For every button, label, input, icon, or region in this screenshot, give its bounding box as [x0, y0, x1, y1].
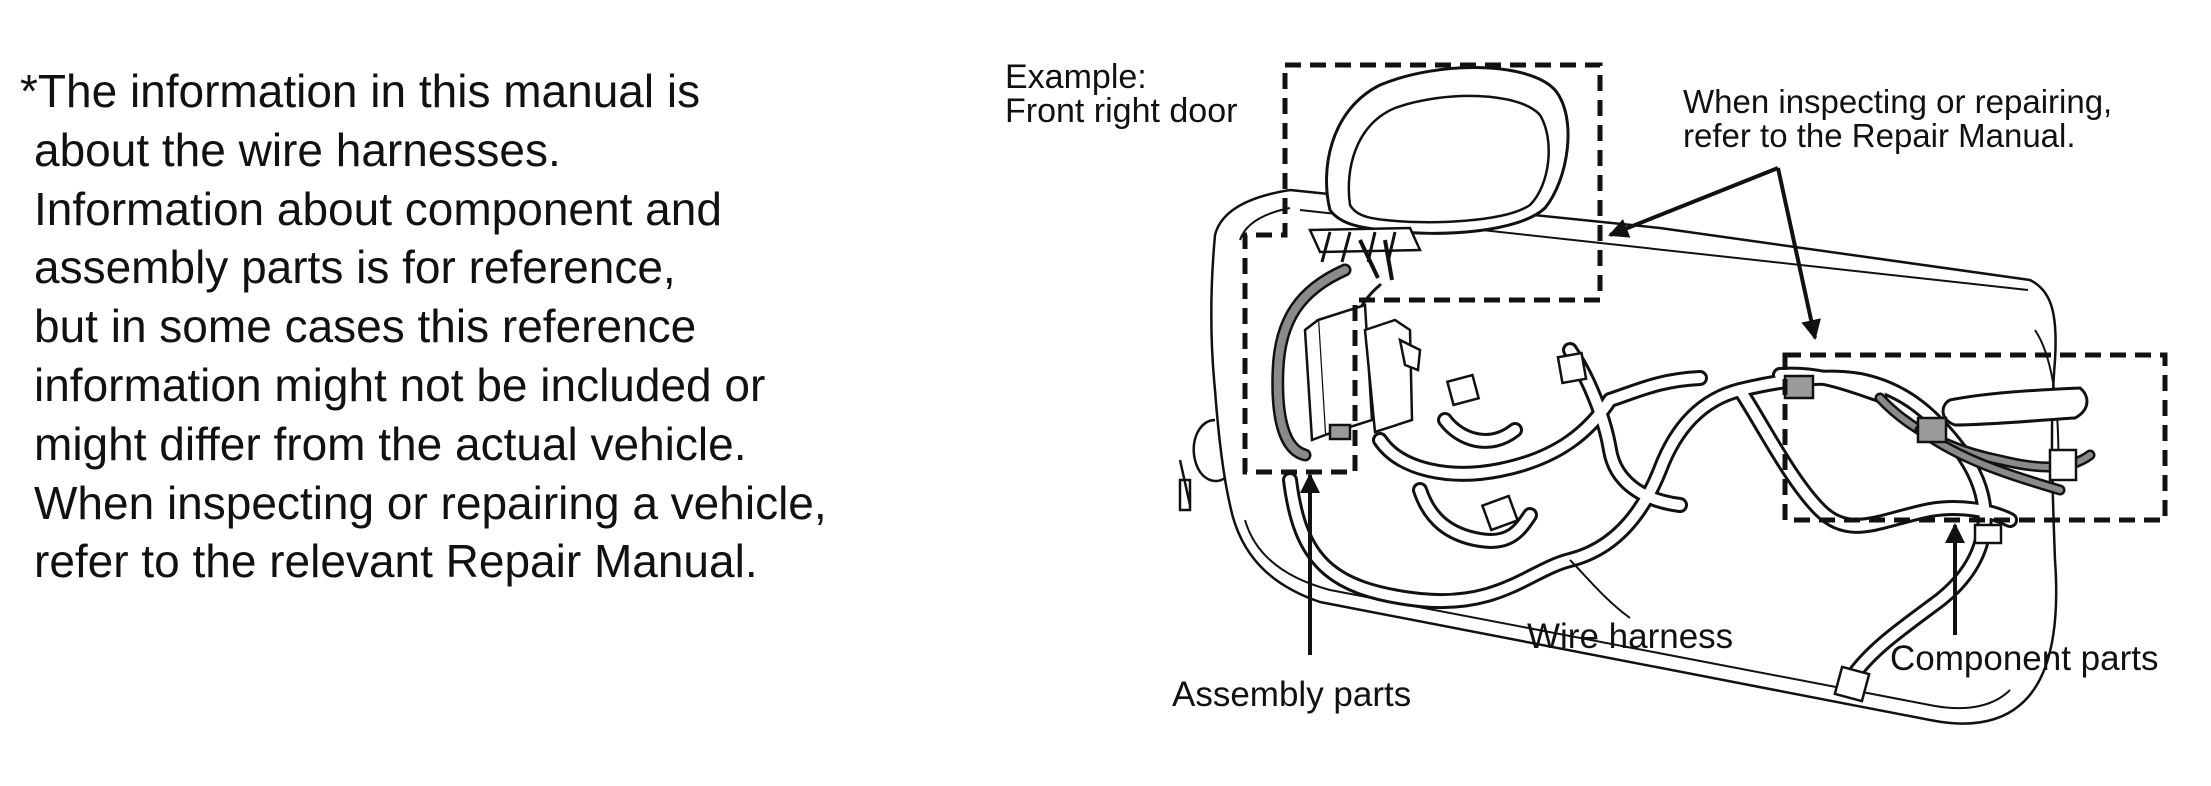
note-line: *The information in this manual is — [20, 65, 701, 117]
callout-line-2: refer to the Repair Manual. — [1683, 117, 2076, 154]
example-value: Front right door — [1005, 92, 1237, 130]
note-line: assembly parts is for reference, — [34, 241, 676, 294]
assembly-modules — [1303, 303, 1422, 442]
mirror — [1308, 66, 1570, 281]
note-line: about the wire harnesses. — [34, 123, 561, 176]
callout-line-1: When inspecting or repairing, — [1683, 83, 2112, 120]
reference-note: *The information in this manual is about… — [20, 62, 980, 591]
note-line: refer to the relevant Repair Manual. — [34, 535, 758, 588]
note-line: When inspecting or repairing a vehicle, — [34, 476, 827, 529]
component-handle — [1874, 386, 2096, 496]
wire-harness — [1282, 342, 2018, 688]
dashed-regions — [1242, 62, 2168, 523]
note-line: but in some cases this reference — [34, 300, 697, 353]
mirror-dashed-box — [1242, 62, 1603, 475]
note-line: Information about component and — [34, 182, 722, 235]
arrows — [1300, 166, 1965, 655]
component-dashed-box — [1782, 352, 2168, 523]
wire-harness-label: Wire harness — [1527, 617, 1733, 656]
component-parts-label: Component parts — [1890, 639, 2158, 678]
left-latch — [1178, 418, 1226, 512]
assembly-parts-label: Assembly parts — [1172, 675, 1411, 714]
harness-connectors — [1445, 351, 2003, 703]
leader-lines — [1569, 559, 1631, 619]
example-label: Example: — [1005, 58, 1147, 96]
note-line: might differ from the actual vehicle. — [34, 417, 747, 470]
note-line: information might not be included or — [34, 358, 766, 411]
